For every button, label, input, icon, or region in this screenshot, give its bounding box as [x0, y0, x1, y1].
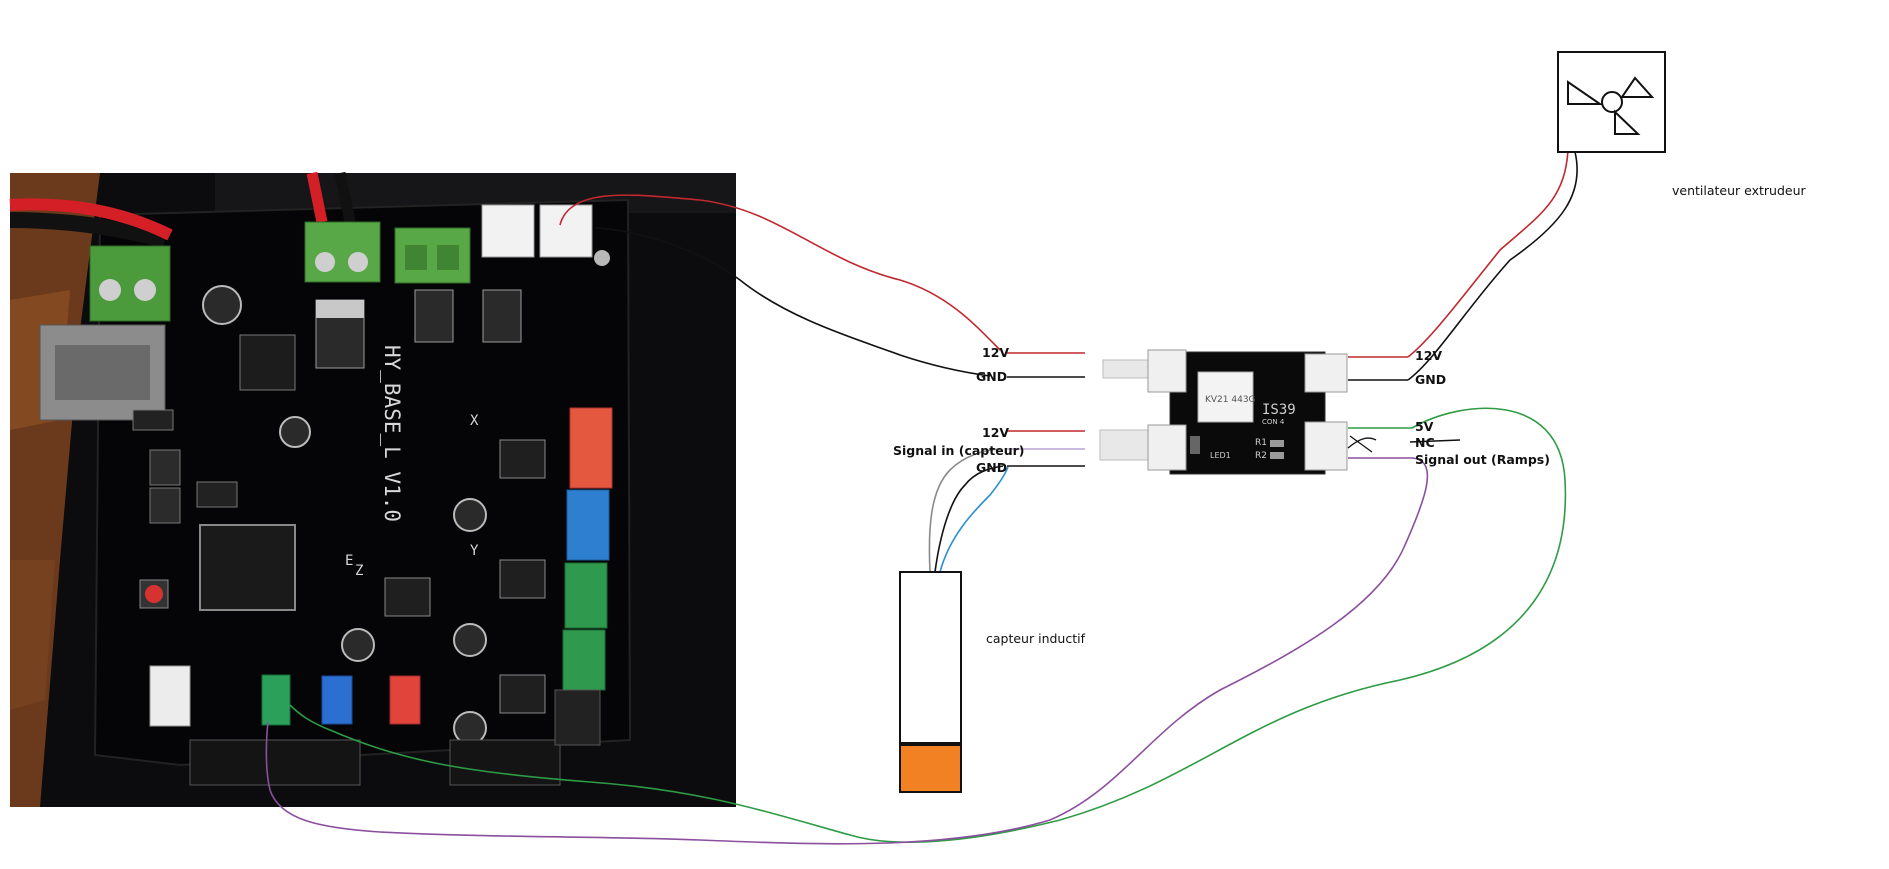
axis-mark-y: Y	[470, 543, 479, 559]
wire-red-board-to-12v	[559, 194, 1001, 351]
wire-red-to-fan	[1407, 149, 1569, 358]
wire-black-to-fan	[1407, 151, 1578, 381]
label-signal-in: Signal in (capteur)	[893, 443, 1024, 458]
label-fan: ventilateur extrudeur	[1672, 183, 1807, 198]
wire-black-sensor	[934, 465, 1004, 573]
chip-label: KV21 443G	[1205, 395, 1256, 405]
motor-connector-e	[562, 629, 606, 691]
resistor-label-r1: R1	[1255, 438, 1267, 448]
motor-connector-y	[566, 489, 610, 561]
controller-board-photo: HY_BASE_L V1.0 X Y Z E	[9, 171, 736, 807]
label-gnd-top-left: GND	[976, 369, 1007, 384]
wire-green-5v-to-board	[289, 407, 1567, 844]
nc-strike	[1409, 439, 1461, 443]
axis-mark-e: E	[345, 553, 353, 569]
wires	[265, 149, 1578, 845]
label-12v-right: 12V	[1415, 348, 1442, 363]
label-nc-right: NC	[1415, 435, 1435, 450]
module-led-label: LED1	[1210, 451, 1231, 460]
axis-mark-x: X	[470, 413, 479, 429]
fan-connector-1	[481, 204, 535, 258]
optocoupler-module: KV21 443G IS39 CON 4 LED1 R1 R2	[1099, 349, 1348, 475]
resistor-label-r2: R2	[1255, 451, 1267, 461]
label-5v-right: 5V	[1415, 419, 1434, 434]
label-gnd-right: GND	[1415, 372, 1446, 387]
endstop-connector-red	[389, 675, 421, 725]
label-12v-top-left: 12V	[982, 345, 1009, 360]
power-terminal-left	[89, 245, 171, 322]
mounting-hole	[594, 250, 610, 266]
motor-connector-z	[564, 562, 608, 629]
wire-black-board-to-gnd	[594, 227, 991, 377]
label-sensor: capteur inductif	[986, 631, 1086, 646]
module-marking: IS39	[1262, 402, 1296, 418]
optocoupler-chip	[1197, 371, 1254, 423]
axis-mark-z: Z	[355, 563, 363, 579]
nc-cross-mark	[1347, 437, 1377, 449]
label-signal-out: Signal out (Ramps)	[1415, 452, 1550, 467]
endstop-connector-green	[261, 674, 291, 726]
label-12v-bottom-left: 12V	[982, 425, 1009, 440]
microcontroller	[199, 524, 296, 611]
wire-purple-signal-to-board	[265, 457, 1429, 845]
fan-icon	[1557, 51, 1666, 153]
endstop-connector-blue	[321, 675, 353, 725]
inductive-sensor-icon	[899, 571, 962, 793]
board-silkscreen: HY_BASE_L V1.0	[380, 345, 404, 522]
wire-blue-sensor	[939, 466, 1009, 573]
power-terminal-top	[304, 221, 381, 283]
motor-connector-x	[569, 407, 613, 489]
output-terminal	[394, 227, 471, 284]
wire-gray-sensor	[928, 448, 1001, 573]
module-conn-label: CON 4	[1262, 418, 1285, 426]
label-gnd-bottom-left: GND	[976, 460, 1007, 475]
